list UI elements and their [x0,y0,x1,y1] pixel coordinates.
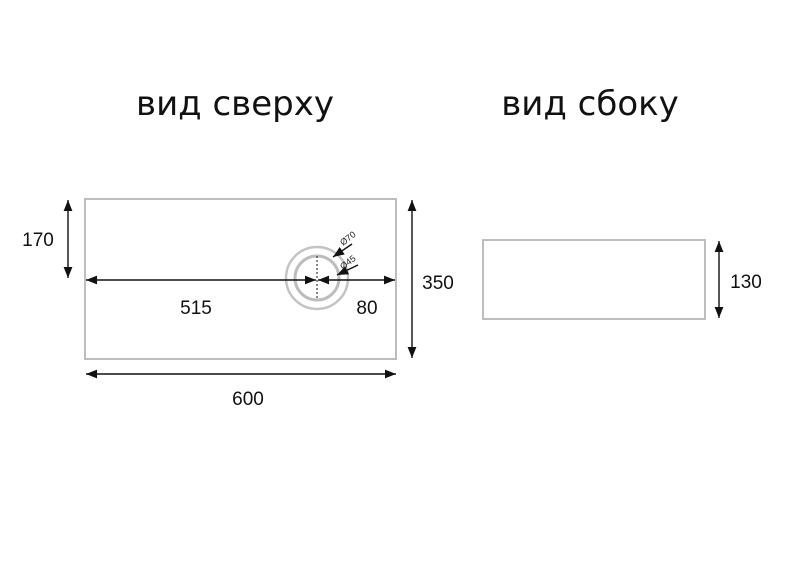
side-view-outline [482,239,706,320]
dim-label-130: 130 [730,272,762,293]
dim-label-515: 515 [180,298,212,319]
dim-label-350: 350 [422,273,454,294]
dim-label-170: 170 [22,230,54,251]
dim-label-80: 80 [356,298,377,319]
dim-label-600: 600 [232,389,264,410]
top-view-outline [84,198,397,360]
top-view-title: вид сверху [136,84,334,124]
side-view-title: вид сбоку [501,84,679,124]
top-view-drawing: 170 515 80 350 600 Ø70 Ø45 [22,198,454,410]
label-diameter-70: Ø70 [338,229,358,247]
leader-diameter-45 [336,264,359,276]
leader-diameter-70 [332,243,353,258]
side-view-drawing: 130 [482,239,762,320]
